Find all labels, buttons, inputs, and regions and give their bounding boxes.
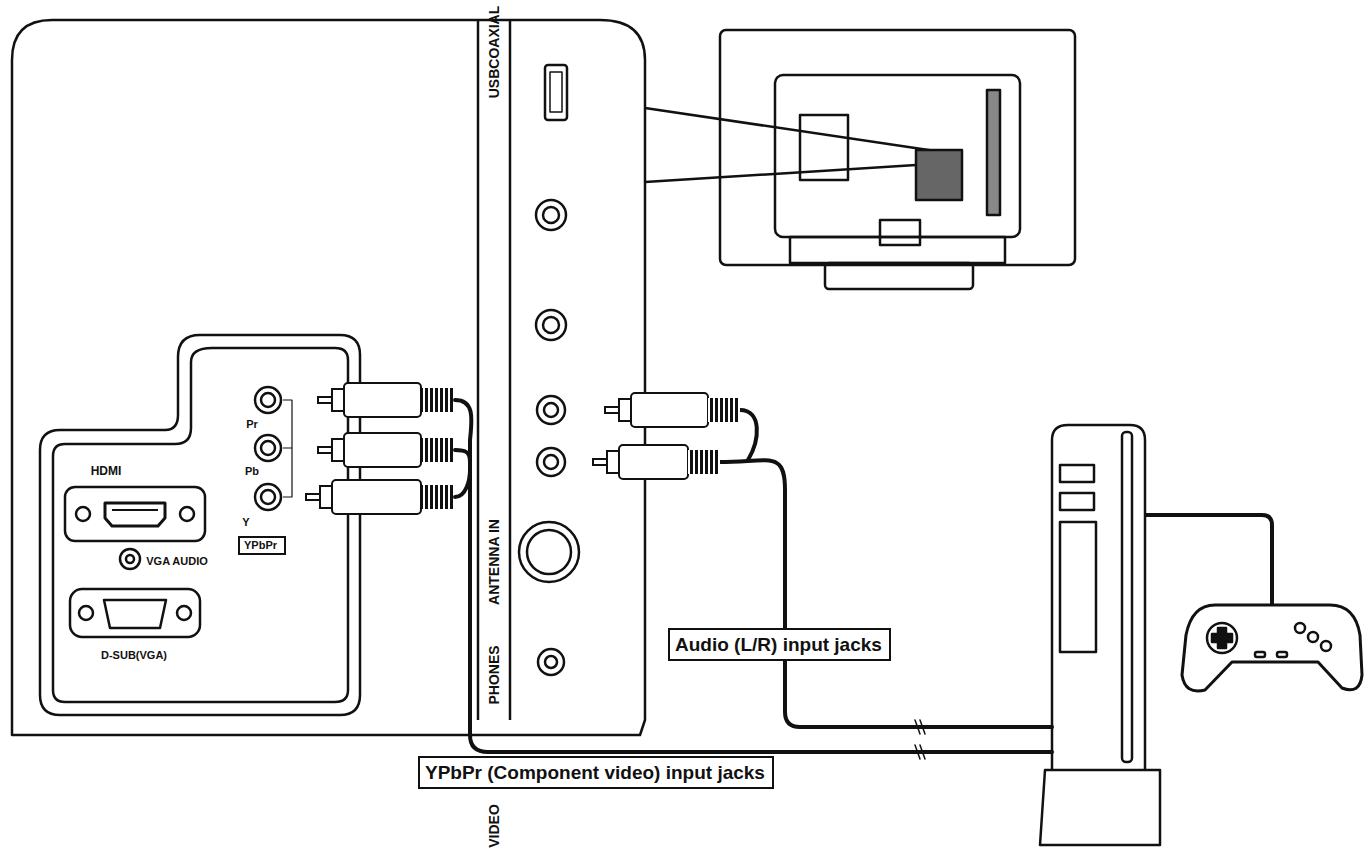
game-controller: [1182, 605, 1362, 691]
port-label: D-SUB(VGA): [101, 649, 167, 661]
tv-rear-view: [720, 30, 1075, 289]
panel-strip-edge: [477, 20, 480, 720]
port-label: USBCOAXIAL: [487, 6, 502, 99]
panel-strip-edge: [509, 20, 512, 720]
port-label: VGA AUDIO: [146, 555, 208, 567]
panel-label-holder: Pb: [245, 465, 259, 477]
callout-text: YPbPr: [244, 539, 280, 552]
component-cable: [455, 400, 1052, 752]
panel-label-holder: D-SUB(VGA): [101, 649, 167, 661]
dsub-port: [70, 589, 200, 637]
panel-label-holder: USBCOAXIAL: [487, 6, 502, 99]
usb-port: [545, 65, 567, 120]
panel-label-holder: HDMI: [91, 465, 122, 478]
zoom-line: [645, 165, 916, 182]
callout-text: Audio (L/R) input jacks: [675, 633, 884, 656]
port-label: HDMI: [91, 465, 122, 478]
callout-box: Audio (L/R) input jacks: [668, 628, 891, 661]
audio-cable: [740, 410, 757, 460]
callout-box: YPbPr (Component video) input jacks: [418, 756, 774, 789]
vga-audio-jack: [120, 549, 140, 569]
audio-cable: [720, 460, 1052, 727]
panel-label-holder: VGA AUDIO: [146, 555, 208, 567]
component-cable: [455, 470, 470, 497]
rca-plug: [306, 480, 453, 514]
port-label: PHONES: [487, 645, 502, 704]
game-console: [1040, 425, 1160, 845]
port-label: ANTENNA IN: [487, 519, 502, 605]
port-label: Pr: [246, 418, 258, 430]
tv-rear-panel: [12, 20, 645, 735]
callout-box: YPbPr: [238, 536, 286, 555]
controller-cord: [1145, 515, 1272, 605]
port-label: VIDEO: [487, 804, 502, 848]
port-label: Y: [242, 516, 249, 528]
panel-label-holder: PHONES: [487, 645, 502, 704]
panel-label-holder: VIDEO: [487, 804, 502, 848]
rca-plug: [318, 433, 453, 467]
port-label: Pb: [245, 465, 259, 477]
side-jacks: [519, 200, 579, 675]
hdmi-port: [65, 487, 205, 541]
rca-plug: [318, 383, 453, 417]
callout-text: YPbPr (Component video) input jacks: [425, 761, 767, 784]
component-cable: [455, 450, 470, 462]
component-jacks: [255, 387, 292, 510]
rca-plug: [605, 393, 740, 427]
panel-label-holder: Y: [242, 516, 249, 528]
zoom-line: [645, 108, 942, 152]
inset-panel-inner: [53, 348, 348, 702]
panel-label-holder: Pr: [246, 418, 258, 430]
inset-panel-outer: [40, 335, 360, 715]
rca-plug: [593, 445, 720, 479]
panel-label-holder: ANTENNA IN: [487, 519, 502, 605]
